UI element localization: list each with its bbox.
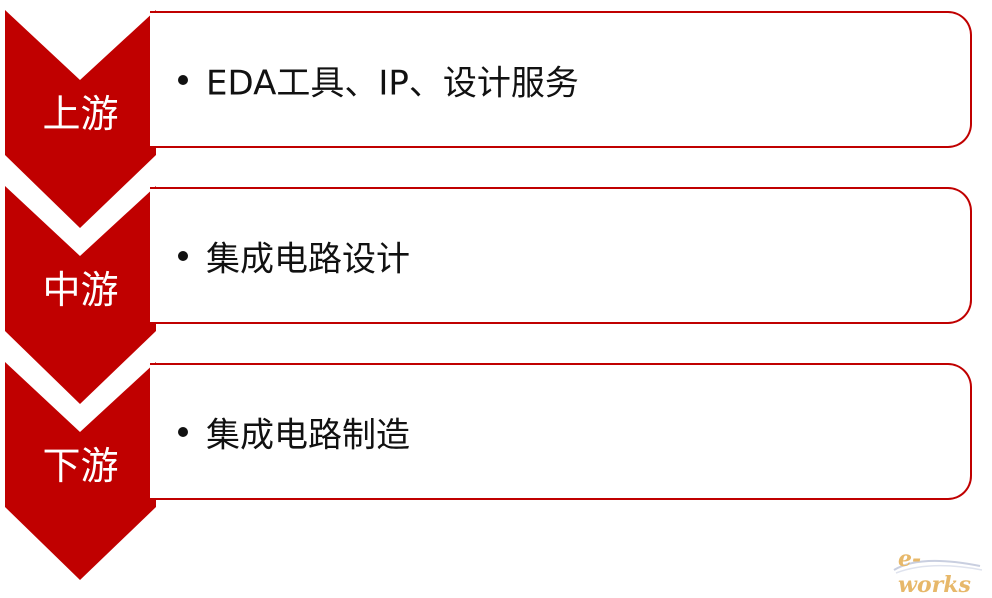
- stage-card-downstream: 集成电路制造: [150, 363, 972, 500]
- e-works-logo-icon: e-works: [890, 540, 986, 598]
- watermark-text: e-works: [898, 546, 971, 598]
- stage-label-midstream: 中游: [42, 268, 119, 312]
- stage-label-upstream: 上游: [42, 92, 119, 136]
- bullet-icon: [178, 250, 188, 261]
- stage-chevron-downstream: [5, 362, 156, 580]
- stage-chevron-midstream: [5, 186, 156, 404]
- bullet-icon: [178, 74, 188, 85]
- stage-item-midstream: 集成电路设计: [206, 239, 410, 279]
- stage-label-downstream: 下游: [42, 444, 119, 488]
- stage-item-downstream: 集成电路制造: [206, 415, 410, 455]
- stage-item-upstream: EDA工具、IP、设计服务: [206, 63, 579, 103]
- stage-chevron-upstream: [5, 10, 156, 228]
- industry-chain-diagram: 上游 EDA工具、IP、设计服务 中游 集成电路设计 下游 集成电路制造 e-w…: [5, 10, 986, 598]
- bullet-icon: [178, 426, 188, 437]
- stage-card-midstream: 集成电路设计: [150, 187, 972, 324]
- stage-card-upstream: EDA工具、IP、设计服务: [150, 11, 972, 148]
